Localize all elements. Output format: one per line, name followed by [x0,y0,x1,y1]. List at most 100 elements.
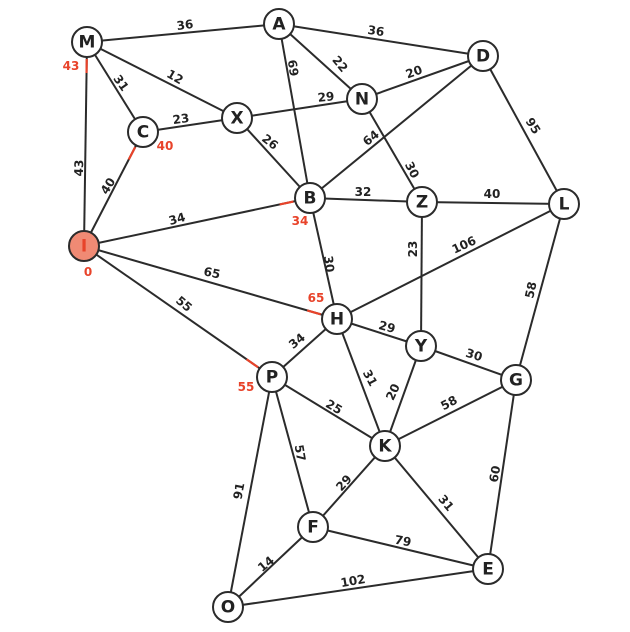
node-circle-N [346,83,378,115]
edge-B-H [309,197,338,320]
edge-weight-L-H: 106 [450,233,479,256]
node-circle-X [221,102,253,134]
node-label-O: O [221,598,235,618]
edge-A-B [278,23,311,199]
edge-weight-M-X: 12 [164,67,185,87]
node-label-E: E [482,560,494,580]
node-label-Z: Z [416,193,428,213]
edge-weight-P-O: 91 [231,481,248,500]
edge-K-F [312,445,386,528]
edge-M-C [86,41,144,133]
node-circle-O [212,591,244,623]
edge-Z-Y [420,201,423,347]
path-marker-I-B [279,200,294,206]
edge-A-N [278,23,363,100]
node-X: X [221,102,253,134]
node-circle-K [369,430,401,462]
edge-weight-I-B: 34 [167,210,187,228]
edge-X-B [236,117,311,199]
edge-weight-P-F: 57 [292,444,309,463]
path-markers-layer [85,58,321,369]
node-label-G: G [509,371,523,391]
node-circle-P [256,361,288,393]
node-O: O [212,591,244,623]
node-F: F [297,511,329,543]
node-label-K: K [378,437,392,457]
edge-F-O [227,526,314,608]
edge-weight-Z-L: 40 [484,187,501,201]
distance-label-H: 65 [308,291,325,305]
node-label-M: M [79,33,96,53]
node-circle-E [472,553,504,585]
edge-H-K [336,318,386,447]
edge-weight-C-I: 40 [98,175,119,197]
node-circle-M [71,26,103,58]
distance-label-M: 43 [63,59,80,73]
edge-B-Z [309,197,423,203]
edge-L-H [336,203,565,320]
edge-weight-N-D: 20 [404,63,424,82]
node-Z: Z [406,186,438,218]
node-circle-B [294,182,326,214]
path-marker-C-I [127,146,137,161]
edge-M-X [86,41,238,119]
distance-label-C: 40 [157,139,174,153]
node-label-F: F [307,518,319,538]
node-circle-A [263,8,295,40]
node-label-D: D [476,47,490,67]
edge-weight-N-Z: 30 [402,159,422,180]
edge-P-F [271,376,314,528]
edge-I-H [83,245,338,320]
node-label-H: H [330,310,344,330]
edge-Y-K [384,345,422,447]
edge-I-B [83,197,311,247]
edge-G-E [487,379,517,570]
node-circle-L [548,188,580,220]
edge-M-I [83,41,88,247]
edge-weight-M-A: 36 [176,17,194,33]
node-D: D [467,40,499,72]
edge-weight-H-Y: 29 [377,318,397,336]
edge-Z-L [421,201,565,205]
edge-weight-M-I: 43 [72,159,87,176]
edge-weight-O-E: 102 [339,572,366,590]
edge-weight-F-O: 14 [255,553,277,574]
node-label-Y: Y [414,337,428,357]
node-H: H [321,303,353,335]
node-circle-I [68,230,100,262]
node-circle-H [321,303,353,335]
node-circle-F [297,511,329,543]
edge-A-D [278,23,484,57]
node-N: N [346,83,378,115]
edge-D-B [309,55,484,199]
edge-Y-G [420,345,517,381]
edge-K-E [384,445,489,570]
node-circle-Z [406,186,438,218]
node-G: G [500,364,532,396]
node-label-C: C [137,123,149,143]
node-label-L: L [559,195,570,215]
node-label-N: N [355,90,369,110]
edge-P-O [227,376,273,608]
edge-N-D [361,55,484,100]
edge-M-A [86,23,280,43]
edge-weight-F-E: 79 [394,533,413,550]
edge-D-L [482,55,565,205]
edge-weight-I-H: 65 [202,264,221,281]
edges-layer [83,23,565,608]
edge-F-E [312,526,489,570]
edge-weight-D-B: 64 [360,127,382,148]
edge-weight-X-B: 26 [259,131,281,152]
node-K: K [369,430,401,462]
distance-label-I: 0 [84,265,92,279]
edge-weight-Y-K: 20 [383,381,403,402]
edge-K-G [384,379,517,447]
edge-weight-M-C: 31 [110,72,131,94]
node-L: L [548,188,580,220]
edge-weight-Z-Y: 23 [406,241,420,258]
path-marker-I-P [245,358,259,369]
node-C: C [127,116,159,148]
